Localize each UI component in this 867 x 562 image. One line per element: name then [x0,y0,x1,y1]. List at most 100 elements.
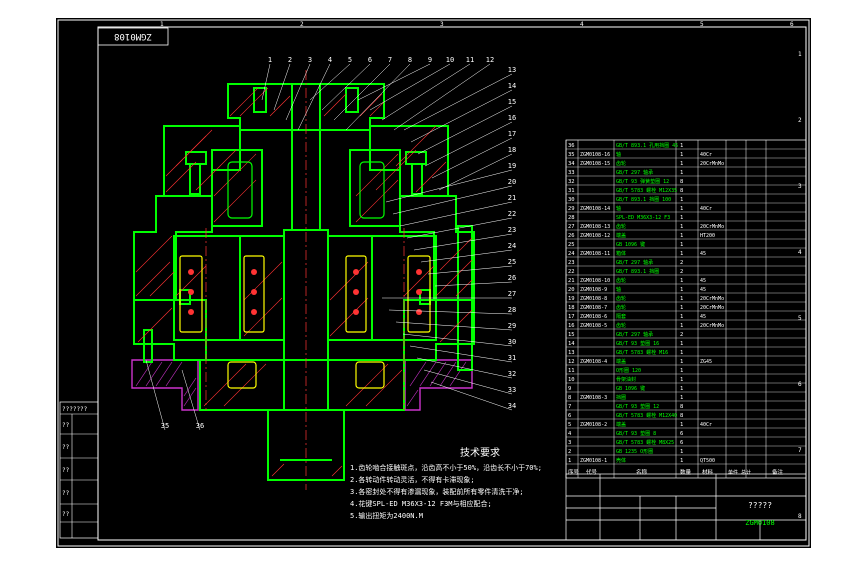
bom-name: 挡圈 [616,394,626,401]
bom-no: 18 [568,305,575,311]
drawing-number: ZGM0108 [745,519,775,527]
bom-name: 齿轮 [616,277,626,284]
bom-qty: 6 [680,440,683,446]
margin-label-0: ??????? [62,406,88,413]
bom-name: GB/T 93 弹簧垫圈 12 [616,178,669,185]
bom-name: GB 1235 O形圈 [616,448,653,455]
bom-name: 轴 [616,151,621,158]
code-stamp: ZGM0108 [97,27,169,46]
bom-qty: 1 [680,152,683,158]
bom-material: 20CrMnMo [700,224,724,230]
bom-material: HT200 [700,233,715,239]
part-balloon-27: 27 [508,290,516,298]
bom-material: 45 [700,314,706,320]
bom-qty: 1 [680,350,683,356]
bom-material: 40Cr [700,206,712,212]
bom-qty: 1 [680,287,683,293]
bom-material: 45 [700,278,706,284]
part-balloon-20: 20 [508,178,516,186]
bom-no: 22 [568,269,575,275]
bom-name: GB/T 5783 螺栓 M8X25 [616,439,674,446]
bom-code: ZGM0108-12 [580,233,610,239]
bom-qty: 8 [680,188,683,194]
part-balloon-6: 6 [368,56,372,64]
assembly-section-view: 1234567891011121314151617181920212223242… [131,56,516,490]
bom-code: ZGM0108-1 [580,458,607,464]
bom-code: ZGM0108-7 [580,305,607,311]
bom-no: 2 [568,449,571,455]
bom-no: 32 [568,179,575,185]
bom-material: 40Cr [700,422,712,428]
bom-qty: 1 [680,233,683,239]
bom-qty: 1 [680,224,683,230]
part-balloon-24: 24 [508,242,516,250]
part-balloon-29: 29 [508,322,516,330]
bom-no: 12 [568,359,575,365]
bom-qty: 1 [680,449,683,455]
part-balloon-22: 22 [508,210,516,218]
bom-qty: 1 [680,386,683,392]
bom-qty: 1 [680,251,683,257]
bom-name: 齿轮 [616,322,626,329]
bom-code: ZGM0108-14 [580,206,610,212]
part-balloon-2: 2 [288,56,292,64]
zone-right-4: 4 [798,249,802,256]
bom-no: 13 [568,350,575,356]
bom-name: 齿轮 [616,223,626,230]
bom-no: 31 [568,188,575,194]
bom-code: ZGM0108-6 [580,314,607,320]
bom-qty: 1 [680,296,683,302]
bom-name: GB/T 893.1 挡圈 100 [616,196,671,203]
margin-label-3: ?? [62,467,70,474]
zone-top-3: 3 [440,21,444,28]
zone-right-1: 1 [798,51,802,58]
bom-qty: 1 [680,458,683,464]
bom-material: 45 [700,251,706,257]
title-block [565,473,807,541]
bom-no: 14 [568,341,575,347]
margin-label-4: ?? [62,490,70,497]
bom-name: GB/T 5783 螺栓 M16 [616,349,668,356]
bom-material: 20CrMnMo [700,161,724,167]
bom-code: ZGM0108-9 [580,287,607,293]
note-line-5: 5.输出扭矩为2400N.M [350,511,423,520]
bom-material: 20CrMnMo [700,296,724,302]
part-balloon-19: 19 [508,162,516,170]
note-line-4: 4.花键SPL-ED M36X3-12 F3M与相应配合; [350,499,492,508]
bom-no: 7 [568,404,571,410]
part-balloon-16: 16 [508,114,516,122]
bom-no: 4 [568,431,572,437]
part-balloon-15: 15 [508,98,516,106]
margin-label-5: ?? [62,511,70,518]
bom-no: 19 [568,296,575,302]
bom-name: GB/T 5783 螺栓 M12X40 [616,412,677,419]
bom-header-remark: 备注 [772,468,784,476]
note-line-1: 1.齿轮啮合接触斑点，沿齿高不小于50%，沿齿长不小于70%; [350,463,542,472]
bom-material: 20CrMnMo [700,323,724,329]
bom-code: ZGM0108-13 [580,224,610,230]
bom-no: 10 [568,377,575,383]
bom-code: ZGM0108-16 [580,152,610,158]
part-balloon-4: 4 [328,56,332,64]
bom-header-name: 名称 [636,468,648,476]
bom-no: 20 [568,287,575,293]
bom-no: 29 [568,206,575,212]
bom-header-no: 序号 [568,468,580,476]
sheet-border [57,19,810,547]
bom-code: ZGM0108-5 [580,323,607,329]
part-balloon-30: 30 [508,338,516,346]
part-balloon-33: 33 [508,386,516,394]
bom-qty: 1 [680,377,683,383]
zone-top-2: 2 [300,21,304,28]
